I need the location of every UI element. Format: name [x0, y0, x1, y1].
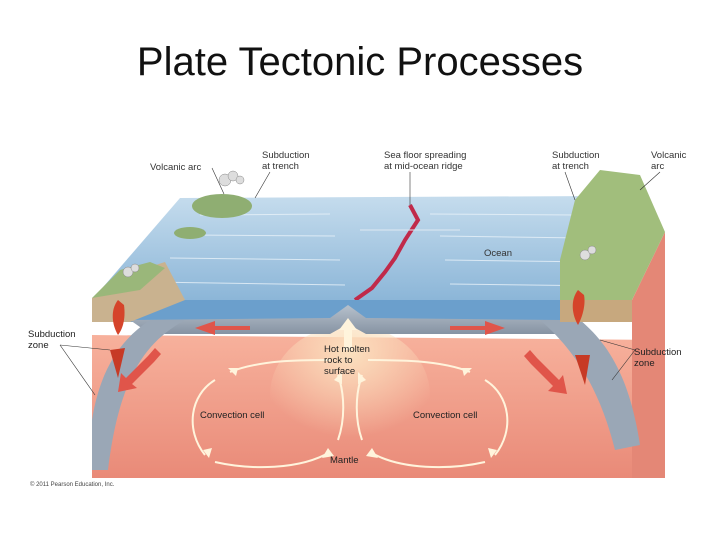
plate-arrow-right — [450, 321, 505, 335]
label-volcanic-arc-left: Volcanic arc — [150, 162, 201, 173]
label-subduction-zone-right-line2: zone — [634, 358, 655, 369]
label-convection-cell-left: Convection cell — [200, 410, 264, 421]
leader-lines — [59, 167, 661, 396]
lava-diapir-right — [572, 290, 585, 325]
label-convection-cell-right: Convection cell — [413, 410, 477, 421]
label-volcanic-arc-right: Volcanic arc — [651, 150, 689, 172]
volcano-left-plume — [218, 170, 245, 187]
slide-title: Plate Tectonic Processes — [136, 40, 584, 84]
label-subduction-zone-left-line1: Subduction — [28, 329, 76, 340]
label-hot-molten-rock: Hot molten rock to surface — [324, 344, 373, 377]
label-hot-molten-rock-line3: surface — [324, 366, 355, 377]
label-subduction-zone-left-line2: zone — [28, 340, 49, 351]
ocean-water-front — [92, 300, 632, 322]
label-subduction-zone-right-line1: Subduction — [634, 347, 682, 358]
right-continent — [560, 170, 665, 300]
block-side-face — [632, 232, 665, 478]
right-continent-front — [560, 300, 632, 322]
label-subduction-zone-right: Subduction zone — [634, 347, 684, 369]
label-hot-molten-rock-line1: Hot molten — [324, 344, 370, 355]
right-subducting-slab — [540, 320, 640, 450]
ocean-surface — [92, 196, 632, 300]
lava-right-deep — [575, 355, 590, 385]
volcano-right-plume — [579, 245, 597, 261]
mid-ocean-ridge — [353, 204, 421, 302]
label-subduction-trench-left-line1: Subduction — [262, 150, 310, 161]
label-subduction-trench-right: Subduction at trench — [552, 150, 602, 172]
convection-cell-left-heads — [203, 368, 342, 458]
label-sea-floor-spreading: Sea floor spreading at mid-ocean ridge — [384, 150, 469, 172]
copyright-notice: © 2011 Pearson Education, Inc. — [30, 481, 115, 488]
label-subduction-trench-left-line2: at trench — [262, 161, 299, 172]
label-hot-molten-rock-line2: rock to — [324, 355, 353, 366]
label-sea-floor-spreading-line1: Sea floor spreading — [384, 150, 466, 161]
convection-cell-right-heads — [358, 368, 497, 458]
left-continent-top — [92, 262, 165, 298]
label-volcanic-arc-right-line2: arc — [651, 161, 664, 172]
lava-diapir-left — [112, 300, 125, 335]
label-mantle: Mantle — [330, 455, 359, 466]
label-sea-floor-spreading-line2: at mid-ocean ridge — [384, 161, 463, 172]
lava-left-deep — [110, 348, 125, 378]
volcanic-island-left — [192, 194, 252, 218]
slab-arrow-right — [524, 350, 567, 394]
label-subduction-trench-right-line2: at trench — [552, 161, 589, 172]
volcano-left2-plume — [122, 263, 140, 278]
slab-arrow-left — [118, 348, 161, 392]
label-volcanic-arc-right-line1: Volcanic — [651, 150, 687, 161]
label-subduction-zone-left: Subduction zone — [28, 329, 78, 351]
label-ocean: Ocean — [484, 248, 512, 259]
label-subduction-trench-left: Subduction at trench — [262, 150, 312, 172]
plate-arrow-left — [195, 321, 250, 335]
molten-rock-arrow — [339, 318, 357, 350]
label-subduction-trench-right-line1: Subduction — [552, 150, 600, 161]
island-small — [174, 227, 206, 239]
